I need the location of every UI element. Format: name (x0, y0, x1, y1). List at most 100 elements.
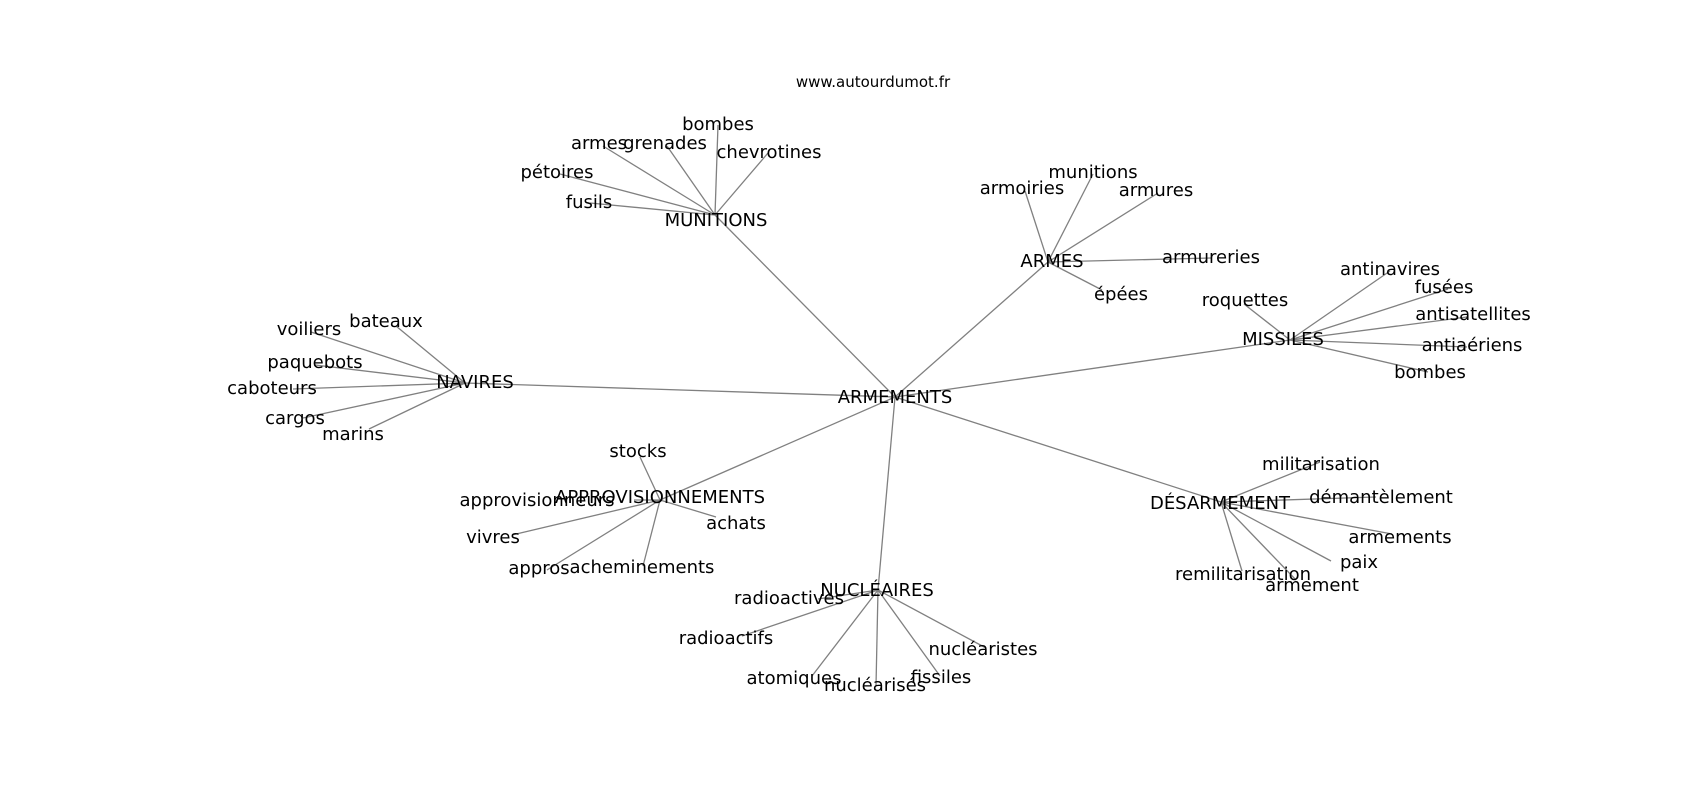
leaf-node-missiles-antiaeriens[interactable]: antiaériens (1422, 335, 1523, 356)
edge-navires-to-navires-voiliers (310, 331, 466, 384)
edge-armes-to-armes-armures (1047, 192, 1159, 263)
leaf-node-missiles-bombes[interactable]: bombes (1394, 362, 1466, 383)
edge-desarmement-to-desarm-remilitarisation (1220, 501, 1243, 572)
edge-desarmement-to-desarm-demantelement (1220, 496, 1377, 503)
edge-armes-to-armes-epees (1047, 261, 1103, 291)
leaf-node-missiles-fusees[interactable]: fusées (1415, 277, 1474, 298)
edge-nucleaires-to-nucl-fissiles (877, 589, 941, 677)
edge-armements-to-nucleaires (877, 396, 896, 591)
leaf-node-desarm-demantelement[interactable]: démantèlement (1309, 487, 1453, 508)
hub-node-munitions[interactable]: MUNITIONS (665, 210, 768, 231)
leaf-node-navires-cargos[interactable]: cargos (265, 408, 325, 429)
leaf-node-nucl-atomiques[interactable]: atomiques (747, 668, 842, 689)
edge-armements-to-munitions (714, 214, 896, 398)
leaf-node-munitions-armes[interactable]: armes (571, 133, 627, 154)
edge-munitions-to-munitions-chevrotines (714, 152, 769, 216)
leaf-node-navires-marins[interactable]: marins (322, 424, 384, 445)
edge-approvisionnements-to-appro-appros (546, 499, 661, 571)
leaf-node-munitions-bombes[interactable]: bombes (682, 114, 754, 135)
edge-approvisionnements-to-appro-stocks (639, 456, 661, 501)
leaf-node-desarm-paix[interactable]: paix (1340, 552, 1378, 573)
leaf-node-armes-armureries[interactable]: armureries (1162, 247, 1260, 268)
leaf-node-munitions-fusils[interactable]: fusils (566, 192, 613, 213)
leaf-node-nucl-radioactifs[interactable]: radioactifs (679, 628, 774, 649)
leaf-node-nucl-nuclearises[interactable]: nucléarisés (824, 675, 926, 696)
edge-munitions-to-munitions-bombes (714, 124, 719, 216)
leaf-node-munitions-petoires[interactable]: pétoires (520, 162, 593, 183)
leaf-node-desarm-remilitarisation[interactable]: remilitarisation (1175, 564, 1311, 585)
leaf-node-munitions-grenades[interactable]: grenades (623, 133, 707, 154)
edge-desarmement-to-desarm-armement (1220, 501, 1297, 581)
edge-navires-to-navires-bateaux (395, 325, 466, 384)
leaf-node-missiles-roquettes[interactable]: roquettes (1202, 290, 1289, 311)
edge-armes-to-armes-armoiries (1024, 190, 1049, 263)
leaf-node-navires-paquebots[interactable]: paquebots (267, 352, 362, 373)
leaf-node-munitions-chevrotines[interactable]: chevrotines (717, 142, 822, 163)
edge-munitions-to-munitions-fusils (589, 202, 716, 216)
edge-nucleaires-to-nucl-nuclearistes (877, 589, 987, 649)
leaf-node-navires-bateaux[interactable]: bateaux (349, 311, 423, 332)
edge-nucleaires-to-nucl-nuclearises (875, 589, 879, 687)
edge-missiles-to-missiles-antinavires (1289, 270, 1391, 341)
edge-nucleaires-to-nucl-radioactifs (741, 589, 879, 637)
edge-approvisionnements-to-appro-acheminements (642, 499, 661, 567)
edge-nucleaires-to-nucl-radioactives (817, 589, 879, 600)
edge-desarmement-to-desarm-paix (1220, 501, 1332, 562)
edge-munitions-to-munitions-armes (602, 145, 716, 216)
edge-armes-to-armes-armureries (1047, 257, 1212, 263)
hub-node-missiles[interactable]: MISSILES (1242, 329, 1324, 350)
leaf-node-desarm-armements[interactable]: armements (1348, 527, 1451, 548)
leaf-node-appro-acheminements[interactable]: acheminements (570, 557, 715, 578)
leaf-node-desarm-militarisation[interactable]: militarisation (1262, 454, 1380, 475)
leaf-node-navires-caboteurs[interactable]: caboteurs (227, 378, 317, 399)
edge-armements-to-navires (464, 382, 896, 398)
hub-node-navires[interactable]: NAVIRES (436, 372, 514, 393)
edge-armements-to-armes (894, 261, 1049, 398)
graph-edges (292, 124, 1468, 687)
leaf-node-missiles-antinavires[interactable]: antinavires (1340, 259, 1440, 280)
edge-armements-to-desarmement (894, 396, 1222, 503)
leaf-node-appro-approvisionneurs[interactable]: approvisionneurs (459, 490, 614, 511)
leaf-node-appro-appros[interactable]: appros (508, 558, 569, 579)
edge-missiles-to-missiles-roquettes (1243, 303, 1291, 341)
hub-node-nucleaires[interactable]: NUCLÉAIRES (820, 579, 934, 601)
edge-nucleaires-to-nucl-atomiques (811, 589, 879, 677)
leaf-node-navires-voiliers[interactable]: voiliers (277, 319, 342, 340)
edge-desarmement-to-desarm-armements (1220, 501, 1393, 535)
leaf-node-appro-achats[interactable]: achats (706, 513, 766, 534)
leaf-node-nucl-radioactives[interactable]: radioactives (734, 588, 844, 609)
edge-munitions-to-munitions-petoires (559, 173, 716, 216)
edge-missiles-to-missiles-antiaeriens (1289, 339, 1468, 348)
site-url: www.autourdumot.fr (796, 73, 951, 91)
edge-navires-to-navires-cargos (302, 382, 466, 419)
hub-node-armes[interactable]: ARMES (1020, 251, 1083, 272)
edge-desarmement-to-desarm-militarisation (1220, 461, 1321, 503)
leaf-node-appro-stocks[interactable]: stocks (609, 441, 666, 462)
edge-missiles-to-missiles-fusees (1289, 288, 1449, 341)
edge-missiles-to-missiles-antisatellites (1289, 316, 1468, 341)
leaf-node-desarm-armement[interactable]: armement (1265, 575, 1359, 596)
edge-navires-to-navires-marins (368, 382, 466, 430)
edge-approvisionnements-to-appro-achats (659, 499, 717, 518)
edge-navires-to-navires-paquebots (314, 364, 466, 384)
leaf-node-nucl-fissiles[interactable]: fissiles (911, 667, 972, 688)
leaf-node-nucl-nuclearistes[interactable]: nucléaristes (928, 639, 1037, 660)
leaf-node-appro-vivres[interactable]: vivres (466, 527, 520, 548)
leaf-node-armes-epees[interactable]: épées (1094, 284, 1148, 305)
edge-navires-to-navires-caboteurs (292, 382, 466, 390)
edge-missiles-to-missiles-bombes (1289, 339, 1429, 373)
leaf-node-armes-armoiries[interactable]: armoiries (980, 178, 1065, 199)
leaf-node-armes-munitions[interactable]: munitions (1048, 162, 1137, 183)
edge-armes-to-armes-munitions (1047, 173, 1094, 263)
edge-armements-to-missiles (894, 339, 1291, 398)
edge-approvisionnements-to-appro-vivres (511, 499, 661, 536)
root-node-armements[interactable]: ARMEMENTS (838, 387, 953, 408)
leaf-node-armes-armures[interactable]: armures (1119, 180, 1194, 201)
edge-armements-to-approvisionnements (659, 396, 896, 501)
leaf-node-missiles-antisatellites[interactable]: antisatellites (1415, 304, 1531, 325)
edge-munitions-to-munitions-grenades (666, 145, 716, 216)
hub-node-approvisionnements[interactable]: APPROVISIONNEMENTS (555, 487, 765, 508)
hub-node-desarmement[interactable]: DÉSARMEMENT (1150, 492, 1291, 514)
